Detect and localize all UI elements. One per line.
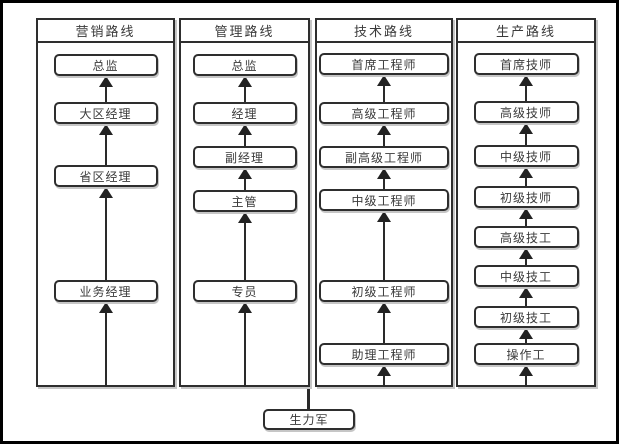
node-box: 业务经理: [53, 280, 158, 302]
promotion-arrow: [237, 76, 252, 102]
promotion-arrow: [377, 365, 391, 387]
node-box-recruits: 生力军: [263, 409, 355, 430]
arrow-up-icon: [237, 302, 252, 313]
column-header-production: 生产路线: [458, 20, 594, 43]
arrow-up-icon: [237, 76, 252, 87]
promotion-arrow: [519, 287, 533, 306]
arrow-up-icon: [519, 365, 533, 376]
node-box: 总监: [53, 54, 158, 76]
arrow-shaft: [525, 75, 527, 101]
promotion-arrow: [519, 208, 533, 226]
node-box: 经理: [192, 102, 297, 124]
arrow-up-icon: [519, 123, 533, 134]
arrow-shaft: [383, 211, 385, 280]
arrow-shaft: [243, 302, 246, 387]
arrow-shaft: [243, 124, 246, 146]
arrow-up-icon: [377, 168, 391, 179]
arrow-shaft: [104, 76, 107, 102]
node-box: 初级技师: [473, 186, 579, 208]
promotion-arrow: [519, 365, 533, 387]
node-box: 初级技工: [473, 306, 579, 328]
arrow-up-icon: [98, 302, 113, 313]
node-box: 专员: [192, 280, 297, 302]
node-box: 首席工程师: [319, 53, 449, 75]
node-box: 总监: [192, 54, 297, 76]
arrow-shaft: [525, 123, 527, 145]
arrow-shaft: [383, 75, 385, 102]
promotion-arrow: [237, 302, 252, 387]
promotion-arrow: [377, 211, 391, 280]
arrow-up-icon: [519, 167, 533, 178]
arrow-shaft: [383, 365, 385, 387]
arrow-shaft: [383, 124, 385, 146]
column-header-technical: 技术路线: [317, 20, 451, 43]
arrow-up-icon: [377, 302, 391, 313]
arrow-up-icon: [237, 212, 252, 223]
arrow-up-icon: [98, 76, 113, 87]
node-box: 高级技师: [473, 101, 579, 123]
promotion-arrow: [237, 124, 252, 146]
arrow-shaft: [383, 302, 385, 343]
arrow-shaft: [104, 124, 107, 165]
promotion-arrow: [98, 76, 113, 102]
arrow-up-icon: [237, 168, 252, 179]
arrow-up-icon: [377, 124, 391, 135]
arrow-up-icon: [519, 287, 533, 298]
node-box: 中级工程师: [319, 189, 449, 211]
promotion-arrow: [98, 187, 113, 280]
promotion-arrow: [519, 328, 533, 343]
arrow-up-icon: [519, 248, 533, 259]
arrow-up-icon: [519, 208, 533, 219]
arrow-up-icon: [519, 328, 533, 339]
promotion-arrow: [519, 75, 533, 101]
node-box: 助理工程师: [319, 343, 449, 365]
arrow-up-icon: [237, 124, 252, 135]
promotion-arrow: [237, 212, 252, 280]
promotion-arrow: [98, 302, 113, 387]
arrow-shaft: [243, 168, 246, 190]
arrow-up-icon: [98, 124, 113, 135]
node-box: 操作工: [473, 343, 579, 365]
arrow-shaft: [243, 212, 246, 280]
arrow-up-icon: [98, 187, 113, 198]
node-box: 省区经理: [53, 165, 158, 187]
promotion-arrow: [377, 168, 391, 189]
node-box: 副高级工程师: [319, 146, 449, 168]
column-header-management: 管理路线: [181, 20, 308, 43]
node-box: 大区经理: [53, 102, 158, 124]
node-box: 高级技工: [473, 226, 579, 248]
arrow-shaft: [243, 76, 246, 102]
arrow-shaft: [525, 365, 527, 387]
promotion-arrow: [237, 168, 252, 190]
column-header-marketing: 营销路线: [38, 20, 173, 43]
node-box: 中级技师: [473, 145, 579, 167]
promotion-arrow: [519, 167, 533, 186]
promotion-arrow: [519, 123, 533, 145]
arrow-up-icon: [377, 211, 391, 222]
connector-line: [307, 387, 310, 409]
node-box: 主管: [192, 190, 297, 212]
arrow-shaft: [104, 302, 107, 387]
node-box: 初级工程师: [319, 280, 449, 302]
node-box: 高级工程师: [319, 102, 449, 124]
arrow-up-icon: [377, 365, 391, 376]
promotion-arrow: [377, 75, 391, 102]
node-box: 首席技师: [473, 53, 579, 75]
promotion-arrow: [377, 124, 391, 146]
promotion-arrow: [98, 124, 113, 165]
promotion-arrow: [377, 302, 391, 343]
node-box: 副经理: [192, 146, 297, 168]
node-box: 中级技工: [473, 265, 579, 287]
promotion-arrow: [519, 248, 533, 265]
arrow-up-icon: [377, 75, 391, 86]
arrow-shaft: [104, 187, 107, 280]
arrow-up-icon: [519, 75, 533, 86]
